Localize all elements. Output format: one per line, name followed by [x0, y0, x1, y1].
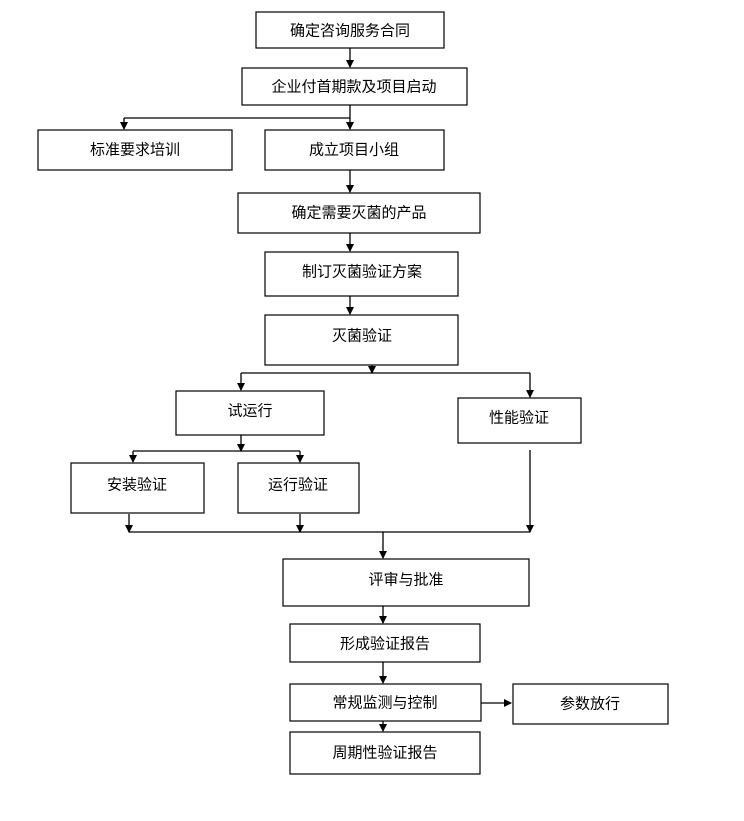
node-install-verify-label: 安装验证 — [107, 476, 167, 494]
node-review: 评审与批准 — [282, 558, 530, 607]
node-report: 形成验证报告 — [289, 623, 481, 663]
node-payment-label: 企业付首期款及项目启动 — [271, 78, 436, 96]
node-operation-verify-label: 运行验证 — [268, 476, 328, 494]
node-training: 标准要求培训 — [37, 129, 233, 171]
node-team: 成立项目小组 — [264, 129, 445, 171]
node-periodic-report-label: 周期性验证报告 — [332, 744, 437, 762]
node-trial-run: 试运行 — [175, 390, 325, 436]
node-release-label: 参数放行 — [560, 695, 620, 713]
node-install-verify: 安装验证 — [70, 462, 205, 514]
node-report-label: 形成验证报告 — [340, 635, 430, 653]
node-products: 确定需要灭菌的产品 — [237, 192, 481, 234]
node-validation-label: 灭菌验证 — [332, 327, 392, 345]
connectors — [120, 48, 534, 732]
node-review-label: 评审与批准 — [368, 571, 443, 589]
node-payment: 企业付首期款及项目启动 — [241, 67, 468, 106]
node-performance-label: 性能验证 — [489, 409, 549, 427]
node-plan-label: 制订灭菌验证方案 — [302, 263, 422, 281]
node-release: 参数放行 — [512, 683, 669, 725]
node-operation-verify: 运行验证 — [237, 462, 360, 514]
node-periodic-report: 周期性验证报告 — [289, 731, 481, 775]
node-products-label: 确定需要灭菌的产品 — [291, 204, 426, 222]
node-validation: 灭菌验证 — [264, 314, 459, 366]
node-contract: 确定咨询服务合同 — [255, 11, 445, 49]
node-monitoring-label: 常规监测与控制 — [332, 694, 437, 712]
node-training-label: 标准要求培训 — [90, 141, 180, 159]
node-plan: 制订灭菌验证方案 — [264, 251, 459, 297]
node-monitoring: 常规监测与控制 — [289, 683, 482, 722]
node-team-label: 成立项目小组 — [309, 141, 399, 159]
node-trial-run-label: 试运行 — [227, 402, 272, 420]
node-contract-label: 确定咨询服务合同 — [290, 22, 410, 40]
node-performance: 性能验证 — [457, 397, 582, 444]
